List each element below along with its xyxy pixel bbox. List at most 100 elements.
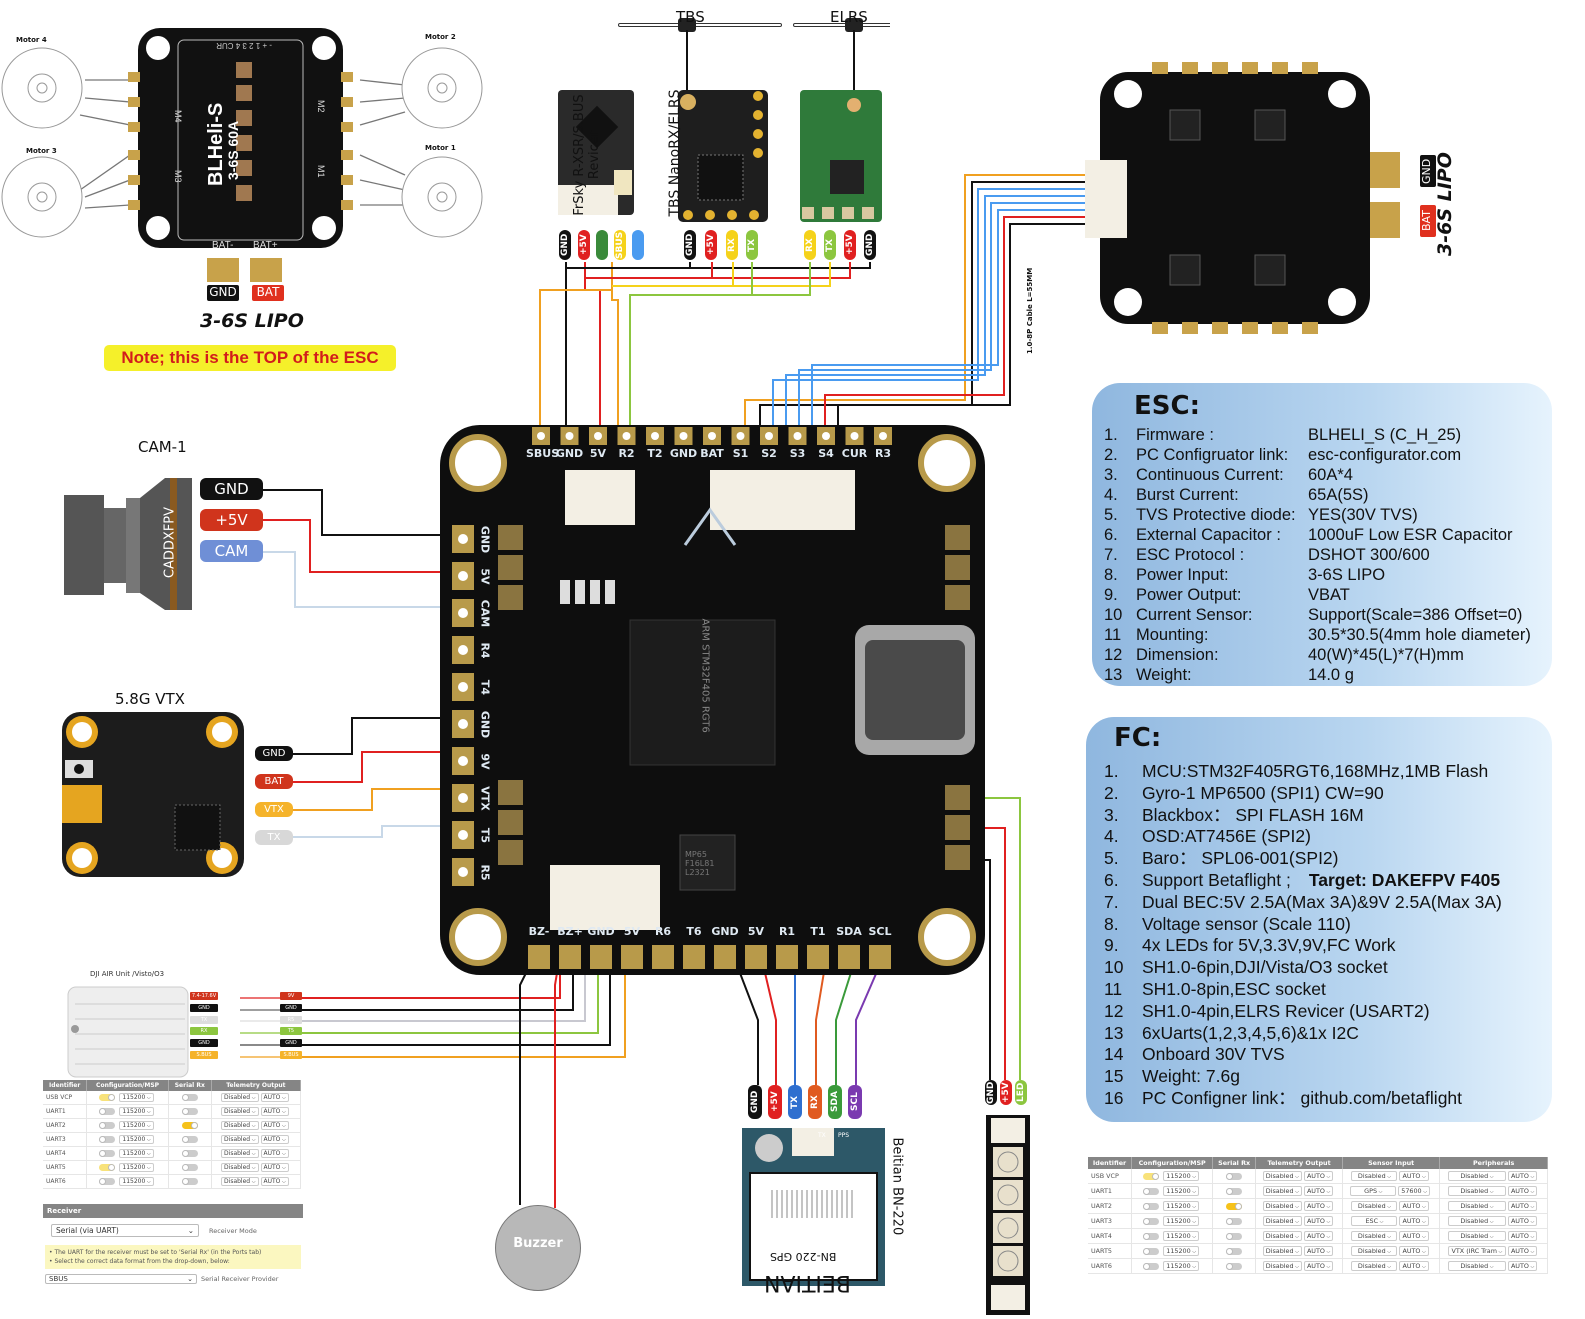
peripherals-baud-select[interactable]: AUTO	[1507, 1261, 1538, 1271]
serial-rx-toggle[interactable]	[1226, 1202, 1243, 1210]
msp-toggle[interactable]	[1143, 1247, 1160, 1255]
telemetry-select[interactable]: Disabled	[1262, 1201, 1302, 1211]
msp-toggle[interactable]	[99, 1094, 116, 1101]
sensor-baud-select[interactable]: AUTO	[1399, 1231, 1429, 1241]
sensor-baud-select[interactable]: 57600	[1398, 1186, 1431, 1196]
telemetry-baud-select[interactable]: AUTO	[260, 1093, 289, 1102]
peripherals-select[interactable]: Disabled	[1447, 1201, 1506, 1211]
serial-rx-toggle[interactable]	[1226, 1247, 1243, 1255]
msp-toggle[interactable]	[99, 1178, 116, 1185]
peripherals-select[interactable]: VTX (IRC Tram	[1447, 1246, 1506, 1256]
peripherals-baud-select[interactable]: AUTO	[1507, 1171, 1538, 1181]
sensor-select[interactable]: Disabled	[1351, 1261, 1398, 1271]
sensor-select[interactable]: GPS	[1350, 1186, 1397, 1196]
telemetry-select[interactable]: Disabled	[221, 1121, 259, 1130]
telemetry-baud-select[interactable]: AUTO	[260, 1177, 289, 1186]
telemetry-baud-select[interactable]: AUTO	[1303, 1261, 1334, 1271]
telemetry-select[interactable]: Disabled	[1262, 1231, 1302, 1241]
telemetry-baud-select[interactable]: AUTO	[260, 1121, 289, 1130]
msp-baud-select[interactable]: 115200	[1163, 1171, 1200, 1181]
msp-toggle[interactable]	[99, 1136, 116, 1143]
telemetry-select[interactable]: Disabled	[221, 1163, 259, 1172]
msp-baud-select[interactable]: 115200	[119, 1107, 154, 1116]
telemetry-select[interactable]: Disabled	[1262, 1171, 1302, 1181]
serial-rx-toggle[interactable]	[181, 1164, 198, 1171]
sensor-select[interactable]: Disabled	[1351, 1246, 1398, 1256]
telemetry-select[interactable]: Disabled	[221, 1107, 259, 1116]
msp-toggle[interactable]	[99, 1122, 116, 1129]
peripherals-select[interactable]: Disabled	[1447, 1261, 1506, 1271]
serial-rx-toggle[interactable]	[181, 1178, 198, 1185]
msp-baud-select[interactable]: 115200	[1163, 1186, 1200, 1196]
peripherals-baud-select[interactable]: AUTO	[1507, 1231, 1538, 1241]
sensor-select[interactable]: Disabled	[1351, 1201, 1398, 1211]
sensor-baud-select[interactable]: AUTO	[1399, 1261, 1429, 1271]
sensor-select[interactable]: ESC	[1351, 1216, 1398, 1226]
telemetry-baud-select[interactable]: AUTO	[1303, 1231, 1334, 1241]
serial-rx-toggle[interactable]	[181, 1136, 198, 1143]
msp-toggle[interactable]	[1143, 1217, 1160, 1225]
telemetry-baud-select[interactable]: AUTO	[1303, 1171, 1334, 1181]
telemetry-baud-select[interactable]: AUTO	[260, 1135, 289, 1144]
peripherals-baud-select[interactable]: AUTO	[1507, 1186, 1538, 1196]
peripherals-select[interactable]: Disabled	[1447, 1231, 1506, 1241]
telemetry-baud-select[interactable]: AUTO	[1303, 1216, 1334, 1226]
msp-baud-select[interactable]: 115200	[1163, 1261, 1200, 1271]
telemetry-baud-select[interactable]: AUTO	[260, 1107, 289, 1116]
serial-rx-toggle[interactable]	[1226, 1172, 1243, 1180]
msp-baud-select[interactable]: 115200	[119, 1121, 154, 1130]
sensor-select[interactable]: Disabled	[1351, 1171, 1398, 1181]
peripherals-baud-select[interactable]: AUTO	[1507, 1246, 1538, 1256]
msp-toggle[interactable]	[1143, 1202, 1160, 1210]
peripherals-select[interactable]: Disabled	[1447, 1216, 1506, 1226]
msp-baud-select[interactable]: 115200	[119, 1149, 154, 1158]
telemetry-baud-select[interactable]: AUTO	[1303, 1246, 1334, 1256]
msp-baud-select[interactable]: 115200	[119, 1135, 154, 1144]
telemetry-select[interactable]: Disabled	[221, 1093, 259, 1102]
telemetry-baud-select[interactable]: AUTO	[260, 1149, 289, 1158]
msp-baud-select[interactable]: 115200	[1163, 1246, 1200, 1256]
telemetry-select[interactable]: Disabled	[221, 1149, 259, 1158]
receiver-provider-select[interactable]: SBUS⌄	[45, 1274, 197, 1284]
serial-rx-toggle[interactable]	[1226, 1217, 1243, 1225]
msp-toggle[interactable]	[99, 1108, 116, 1115]
peripherals-baud-select[interactable]: AUTO	[1507, 1216, 1538, 1226]
telemetry-select[interactable]: Disabled	[221, 1135, 259, 1144]
serial-rx-toggle[interactable]	[181, 1108, 198, 1115]
receiver-mode-select[interactable]: Serial (via UART)⌄	[51, 1224, 199, 1237]
msp-baud-select[interactable]: 115200	[1163, 1231, 1200, 1241]
msp-toggle[interactable]	[1143, 1262, 1160, 1270]
sensor-baud-select[interactable]: AUTO	[1399, 1246, 1429, 1256]
telemetry-baud-select[interactable]: AUTO	[1303, 1186, 1334, 1196]
msp-toggle[interactable]	[1143, 1172, 1160, 1180]
msp-toggle[interactable]	[1143, 1232, 1160, 1240]
msp-baud-select[interactable]: 115200	[1163, 1216, 1200, 1226]
msp-baud-select[interactable]: 115200	[119, 1093, 154, 1102]
msp-baud-select[interactable]: 115200	[119, 1177, 154, 1186]
serial-rx-toggle[interactable]	[1226, 1187, 1243, 1195]
serial-rx-toggle[interactable]	[181, 1150, 198, 1157]
telemetry-baud-select[interactable]: AUTO	[260, 1163, 289, 1172]
msp-toggle[interactable]	[99, 1150, 116, 1157]
sensor-baud-select[interactable]: AUTO	[1399, 1171, 1429, 1181]
telemetry-select[interactable]: Disabled	[1262, 1216, 1302, 1226]
serial-rx-toggle[interactable]	[1226, 1232, 1243, 1240]
serial-rx-toggle[interactable]	[1226, 1262, 1243, 1270]
msp-baud-select[interactable]: 115200	[119, 1163, 154, 1172]
msp-toggle[interactable]	[99, 1164, 116, 1171]
peripherals-select[interactable]: Disabled	[1447, 1186, 1506, 1196]
serial-rx-toggle[interactable]	[181, 1094, 198, 1101]
peripherals-baud-select[interactable]: AUTO	[1507, 1201, 1538, 1211]
peripherals-select[interactable]: Disabled	[1447, 1171, 1506, 1181]
serial-rx-toggle[interactable]	[181, 1122, 198, 1129]
telemetry-select[interactable]: Disabled	[1262, 1261, 1302, 1271]
telemetry-baud-select[interactable]: AUTO	[1303, 1201, 1334, 1211]
telemetry-select[interactable]: Disabled	[221, 1177, 259, 1186]
msp-baud-select[interactable]: 115200	[1163, 1201, 1200, 1211]
sensor-select[interactable]: Disabled	[1351, 1231, 1398, 1241]
telemetry-select[interactable]: Disabled	[1262, 1246, 1302, 1256]
sensor-baud-select[interactable]: AUTO	[1399, 1216, 1429, 1226]
msp-toggle[interactable]	[1143, 1187, 1160, 1195]
telemetry-select[interactable]: Disabled	[1262, 1186, 1302, 1196]
sensor-baud-select[interactable]: AUTO	[1399, 1201, 1429, 1211]
